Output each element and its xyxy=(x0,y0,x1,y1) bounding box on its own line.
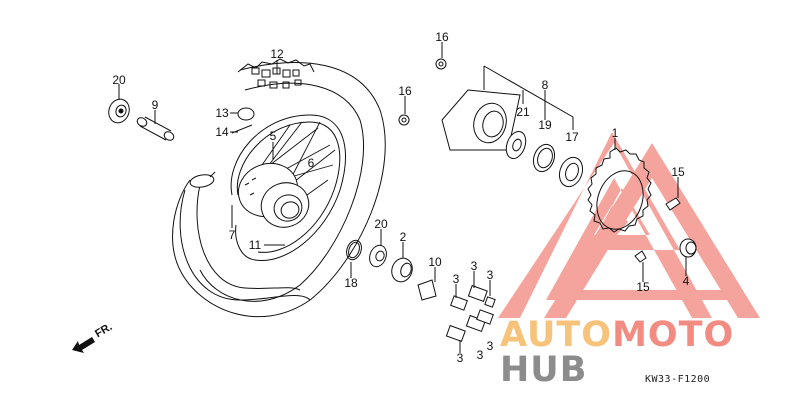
callout-label: 3 xyxy=(456,351,464,365)
callout-label: 3 xyxy=(486,268,494,282)
watermark-moto: MOTO xyxy=(612,315,735,355)
callout-label: 6 xyxy=(307,156,315,170)
callout-label: 3 xyxy=(476,348,484,362)
callout-label: 14 xyxy=(215,125,229,139)
callout-label: 13 xyxy=(215,106,229,120)
diagram-code: KW33-F1200 xyxy=(645,374,711,385)
callout-label: 20 xyxy=(112,73,126,87)
nut-icon xyxy=(398,58,447,126)
callout-label: 5 xyxy=(269,129,277,143)
callout-label: 3 xyxy=(486,339,494,353)
callout-label: 3 xyxy=(452,272,460,286)
callout-label: 12 xyxy=(270,47,284,61)
arrow-front-icon xyxy=(72,337,95,353)
callout-label: 10 xyxy=(428,255,442,269)
watermark-text: AUTOMOTO HUB xyxy=(500,318,800,388)
callout-label: 1 xyxy=(611,126,619,140)
collar-icon xyxy=(136,116,175,141)
sprocket-icon xyxy=(587,147,652,233)
callout-label: 20 xyxy=(374,217,388,231)
callout-label: 21 xyxy=(516,105,530,119)
callout-label: 4 xyxy=(682,274,690,288)
watermark-auto: AUTO xyxy=(500,315,613,355)
callout-label: 19 xyxy=(538,118,552,132)
callout-label: 3 xyxy=(470,259,478,273)
callout-label: 17 xyxy=(565,130,579,144)
callout-label: 2 xyxy=(399,230,407,244)
callout-label: 8 xyxy=(541,78,549,92)
bearing-icon xyxy=(108,98,130,124)
callout-label: 16 xyxy=(398,84,412,98)
callout-label: 18 xyxy=(344,276,358,290)
callout-label: 15 xyxy=(671,165,685,179)
callout-label: 16 xyxy=(435,30,449,44)
damper-icon xyxy=(445,284,496,343)
callout-label: 15 xyxy=(636,280,650,294)
callout-label: 11 xyxy=(248,238,262,252)
watermark-hub: HUB xyxy=(500,350,588,390)
callout-label: 9 xyxy=(151,98,159,112)
callout-label: 7 xyxy=(228,228,236,242)
